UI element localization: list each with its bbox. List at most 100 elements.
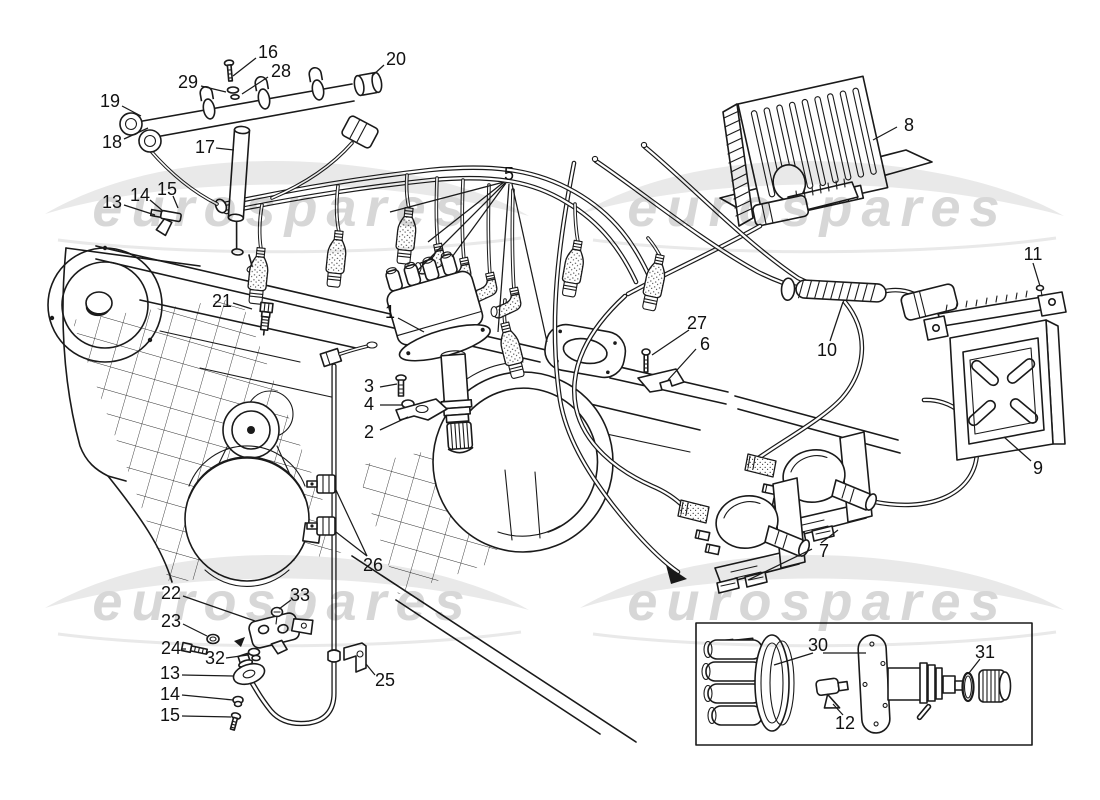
callout-leader-28 <box>241 76 269 95</box>
vacuum-pipe-assembly <box>180 341 378 731</box>
callout-label-26: 26 <box>363 555 383 575</box>
callout-label-15: 15 <box>157 179 177 199</box>
callout-label-14: 14 <box>160 684 180 704</box>
callout-label-29: 29 <box>178 72 198 92</box>
callout-leader-29 <box>200 85 227 93</box>
callout-label-32: 32 <box>205 648 225 668</box>
callout-leader-27 <box>651 329 690 356</box>
harness-connector-plug <box>341 115 379 149</box>
pipe-clip <box>306 516 336 536</box>
callout-leader-5 <box>511 183 548 343</box>
callout-label-6: 6 <box>700 334 710 354</box>
mounting-bracket <box>248 612 314 655</box>
callout-leader-14 <box>181 694 234 701</box>
cable-sleeve <box>780 277 887 303</box>
callout-leader-3 <box>379 383 398 388</box>
callout-leader-23 <box>182 623 208 637</box>
callout-leader-1 <box>397 317 425 333</box>
callout-label-28: 28 <box>271 61 291 81</box>
distributor-body-shaft <box>887 662 964 721</box>
callout-leader-22 <box>182 595 256 622</box>
callout-label-23: 23 <box>161 611 181 631</box>
callout-leader-12 <box>832 703 844 716</box>
callout-leader-2 <box>379 416 409 431</box>
callout-leader-7 <box>747 548 813 581</box>
callout-leader-20 <box>371 64 385 77</box>
ecu-module <box>900 283 1067 461</box>
callout-leader-15 <box>181 715 232 718</box>
bearing-plate <box>857 634 891 734</box>
callout-leader-7 <box>820 529 839 544</box>
callout-leader-32 <box>225 654 249 659</box>
callout-label-19: 19 <box>100 91 120 111</box>
callout-leader-19 <box>121 105 142 117</box>
callout-label-4: 4 <box>364 394 374 414</box>
callout-label-21: 21 <box>212 291 232 311</box>
callout-label-8: 8 <box>904 115 914 135</box>
callout-leader-25 <box>365 663 376 676</box>
callout-label-10: 10 <box>817 340 837 360</box>
callout-label-12: 12 <box>835 713 855 733</box>
callout-label-9: 9 <box>1033 458 1043 478</box>
callout-label-31: 31 <box>975 642 995 662</box>
callout-label-14: 14 <box>130 185 150 205</box>
diagram-line-art <box>47 59 1067 746</box>
callout-label-30: 30 <box>808 635 828 655</box>
callout-label-17: 17 <box>195 137 215 157</box>
callout-leader-17 <box>215 147 235 151</box>
distributor <box>385 251 491 454</box>
air-cleaner <box>184 456 310 582</box>
callout-leader-5 <box>427 181 505 243</box>
watermark-text: eurospares <box>627 178 1008 238</box>
banjo-fitting <box>232 652 266 686</box>
callout-leader-26 <box>335 489 368 557</box>
callout-label-18: 18 <box>102 132 122 152</box>
callout-label-15: 15 <box>160 705 180 725</box>
callout-leader-15 <box>172 195 179 209</box>
callout-label-7: 7 <box>819 541 829 561</box>
pipe-clip <box>306 474 336 494</box>
callout-label-11: 11 <box>1024 244 1043 264</box>
callout-label-1: 1 <box>385 302 395 322</box>
callout-label-27: 27 <box>687 313 707 333</box>
callout-label-22: 22 <box>161 583 181 603</box>
callout-leader-6 <box>667 348 697 381</box>
callout-leader-31 <box>968 658 981 674</box>
callout-label-2: 2 <box>364 422 374 442</box>
callout-leader-9 <box>1003 436 1032 462</box>
callout-leader-8 <box>872 126 898 141</box>
callout-leader-5 <box>389 181 505 213</box>
o-ring <box>961 671 975 703</box>
drive-gear <box>978 669 1012 703</box>
callout-label-16: 16 <box>258 42 278 62</box>
spark-plug <box>259 301 274 336</box>
callout-label-24: 24 <box>161 638 181 658</box>
callout-leader-18 <box>123 127 149 140</box>
ecu-plug <box>900 283 959 321</box>
callout-label-20: 20 <box>386 49 406 69</box>
distributor-rotor <box>815 677 849 709</box>
callout-leader-5 <box>417 182 506 271</box>
callout-leader-26 <box>335 531 368 557</box>
watermark-layer: eurospares eurospares eurospares eurospares <box>43 159 1066 648</box>
callout-label-13: 13 <box>160 663 180 683</box>
watermark-text: eurospares <box>92 178 473 238</box>
callout-label-33: 33 <box>290 585 310 605</box>
watermark-text: eurospares <box>92 572 473 632</box>
watermark-text: eurospares <box>627 572 1008 632</box>
callout-label-5: 5 <box>504 164 514 184</box>
callout-leader-5 <box>451 182 507 258</box>
callout-leader-16 <box>232 57 257 77</box>
callout-leader-14 <box>149 199 164 212</box>
callout-label-3: 3 <box>364 376 374 396</box>
callout-leader-13 <box>181 674 234 677</box>
callout-leader-5 <box>497 183 510 333</box>
callout-leader-33 <box>278 599 292 610</box>
engine-block <box>47 245 901 743</box>
distributor-clamp-parts <box>395 374 448 421</box>
rail-screw <box>223 59 235 82</box>
callout-leader-30 <box>773 652 814 666</box>
callout-leader-13 <box>123 204 156 216</box>
